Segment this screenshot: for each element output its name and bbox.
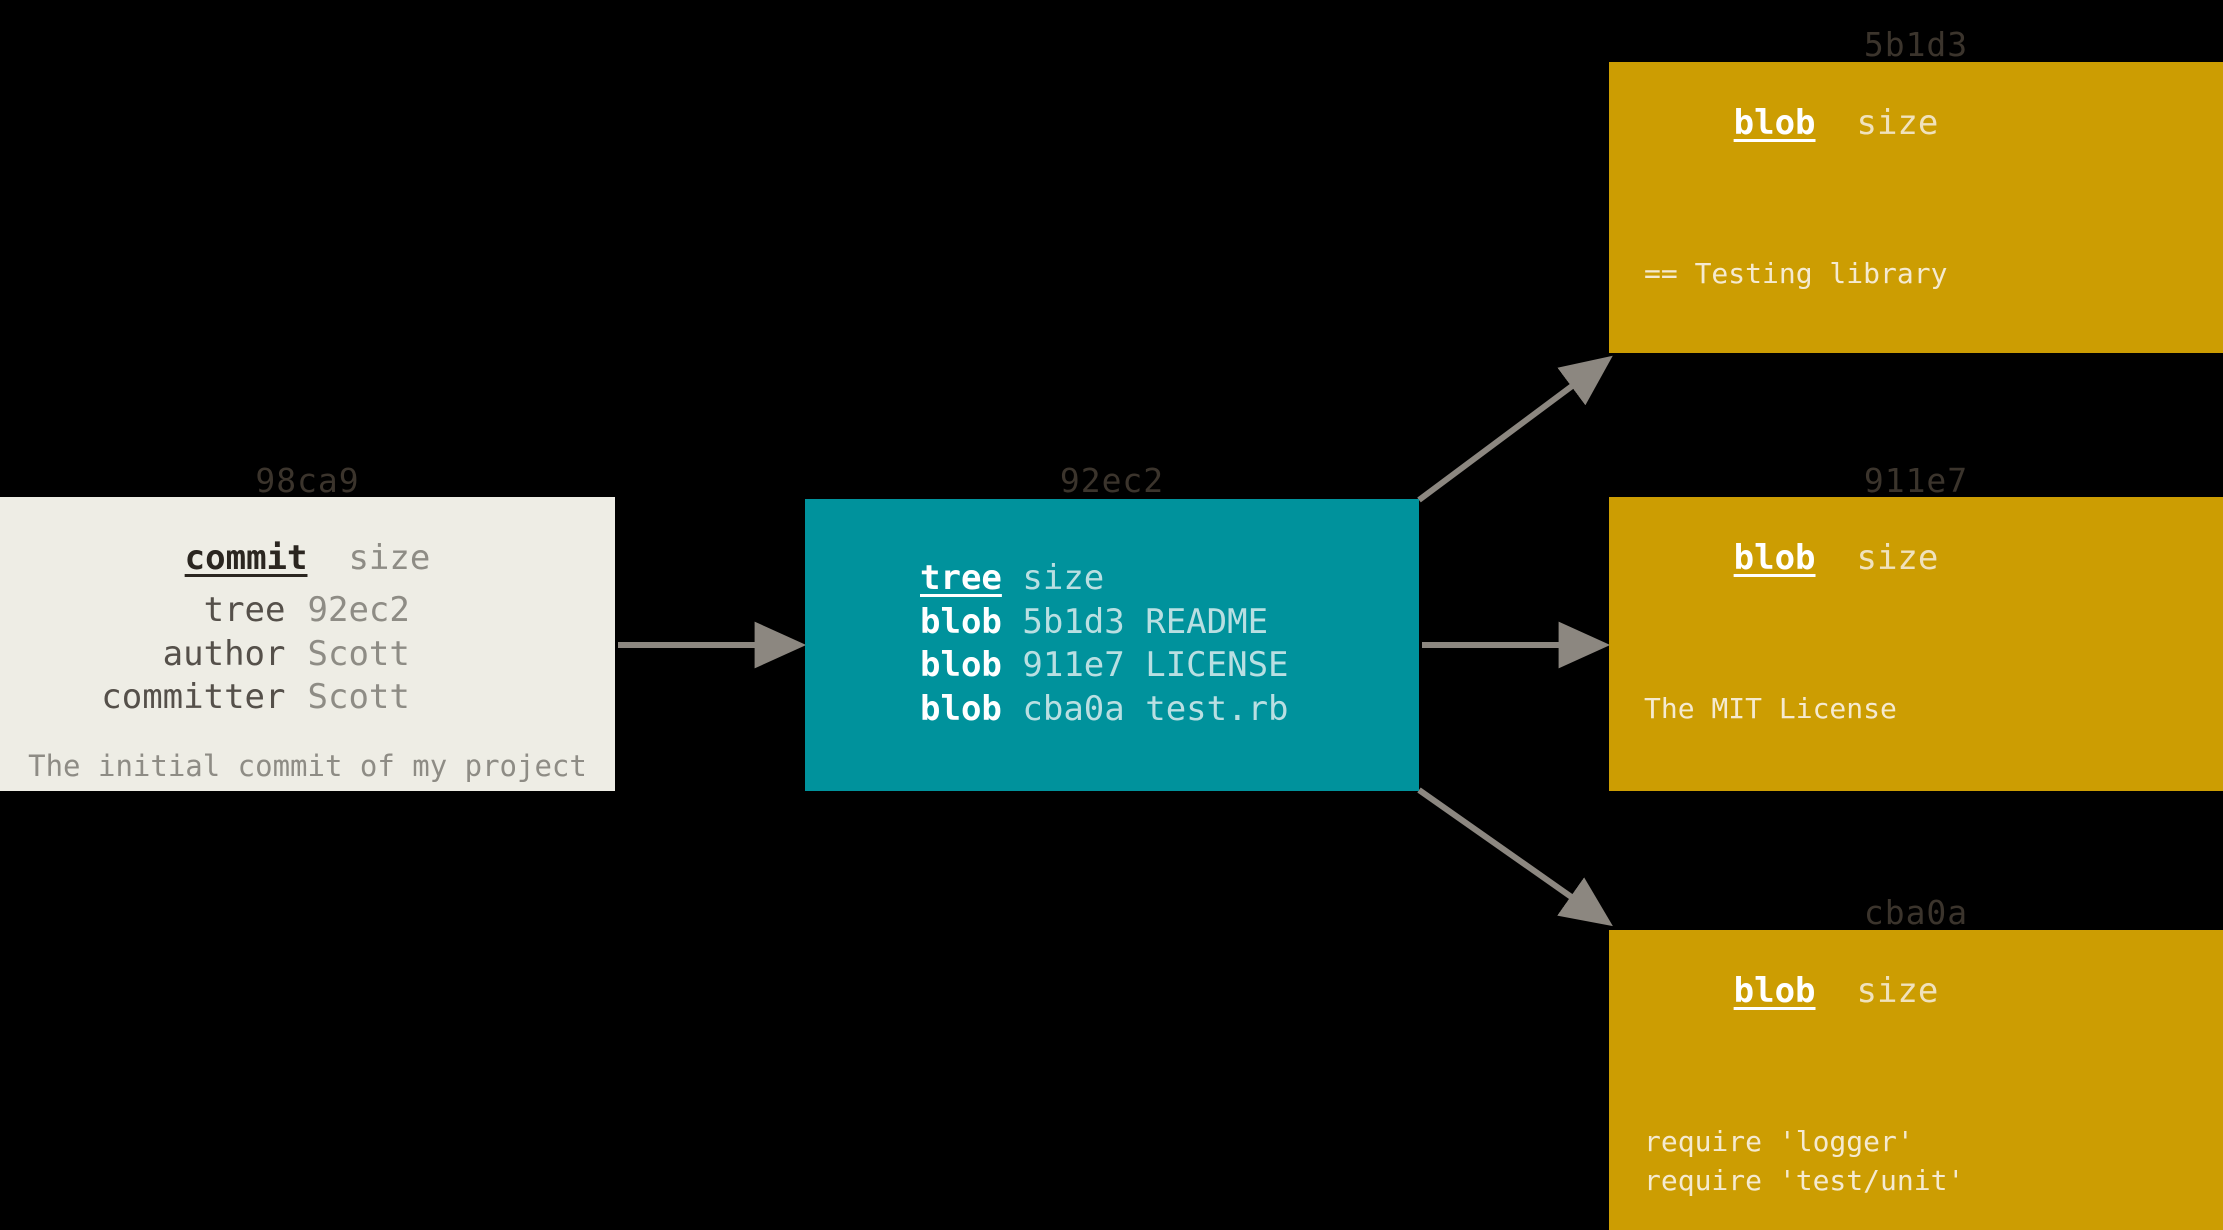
commit-field-value: Scott: [307, 677, 410, 718]
blob-size-label: size: [1856, 971, 1939, 1011]
commit-field-row: committer Scott: [0, 676, 615, 720]
blob-content-paragraph: require 'logger' require 'test/unit': [1644, 1124, 1965, 1198]
tree-entry-type: blob: [920, 645, 1002, 686]
commit-type-label: commit: [184, 538, 308, 578]
tree-type-label: tree: [920, 558, 1002, 598]
blob-object-box-911e7[interactable]: blob size The MIT License Copyright (c) …: [1609, 497, 2223, 791]
commit-field-row: tree 92ec2: [0, 589, 615, 633]
tree-entry-hash: cba0a: [1022, 688, 1125, 729]
tree-entry-hash: 911e7: [1022, 645, 1125, 686]
tree-type-line: tree size: [920, 557, 1419, 601]
tree-entry[interactable]: blob 911e7 LICENSE: [920, 644, 1419, 688]
blob-type-header: blob size: [1609, 541, 2223, 575]
blob-type-label: blob: [1733, 103, 1816, 143]
tree-entry[interactable]: blob cba0a test.rb: [920, 688, 1419, 732]
commit-size-label: size: [348, 538, 431, 578]
tree-entry-hash: 5b1d3: [1022, 601, 1125, 642]
tree-entry-name: test.rb: [1145, 688, 1289, 729]
commit-field-key: committer: [101, 677, 286, 718]
blob-type-label: blob: [1733, 971, 1816, 1011]
commit-hash-label: 98ca9: [255, 461, 360, 500]
arrow-tree-to-blob-5b1d3: [1417, 355, 1613, 503]
blob-size-label: size: [1856, 538, 1939, 578]
tree-hash-label: 92ec2: [1059, 461, 1165, 500]
commit-object-box[interactable]: commit size tree 92ec2 author Scott comm…: [0, 497, 615, 791]
commit-type-header: commit size: [0, 541, 615, 575]
blob-object-box-cba0a[interactable]: blob size require 'logger' require 'test…: [1609, 930, 2223, 1230]
blob-object-box-5b1d3[interactable]: blob size == Testing library This librar…: [1609, 62, 2223, 353]
blob-content: == Testing library This library is used …: [1609, 174, 2223, 353]
blob-type-header: blob size: [1609, 106, 2223, 140]
blob-hash-label-911e7: 911e7: [1863, 461, 1969, 500]
tree-entry-name: README: [1145, 601, 1269, 642]
tree-size-label: size: [1022, 558, 1105, 598]
blob-type-label: blob: [1733, 538, 1816, 578]
commit-field-key: author: [162, 633, 286, 674]
blob-hash-label-5b1d3: 5b1d3: [1863, 25, 1969, 64]
blob-hash-label-cba0a: cba0a: [1863, 893, 1969, 932]
blob-content: require 'logger' require 'test/unit' cla…: [1609, 1042, 2223, 1230]
commit-field-value: 92ec2: [307, 590, 410, 630]
blob-content-paragraph: == Testing library: [1644, 256, 1948, 290]
tree-entry[interactable]: blob 5b1d3 README: [920, 601, 1419, 645]
blob-type-header: blob size: [1609, 974, 2223, 1008]
blob-size-label: size: [1856, 103, 1939, 143]
commit-field-row: author Scott: [0, 633, 615, 677]
tree-object-box[interactable]: tree size blob 5b1d3 README blob 911e7 L…: [805, 499, 1419, 791]
tree-entry-type: blob: [920, 601, 1002, 642]
commit-fields-table: tree 92ec2 author Scott committer Scott: [0, 589, 615, 720]
commit-field-key: tree: [203, 590, 286, 630]
commit-message: The initial commit of my project: [28, 748, 587, 783]
blob-content: The MIT License Copyright (c) 2008 Scott…: [1609, 609, 2223, 791]
commit-field-value: Scott: [307, 633, 410, 674]
tree-entry-name: LICENSE: [1145, 645, 1289, 686]
blob-content-paragraph: The MIT License: [1644, 691, 1897, 725]
tree-entry-type: blob: [920, 688, 1002, 729]
arrow-tree-to-blob-cba0a: [1417, 787, 1613, 927]
tree-entry-list: tree size blob 5b1d3 README blob 911e7 L…: [805, 557, 1419, 731]
